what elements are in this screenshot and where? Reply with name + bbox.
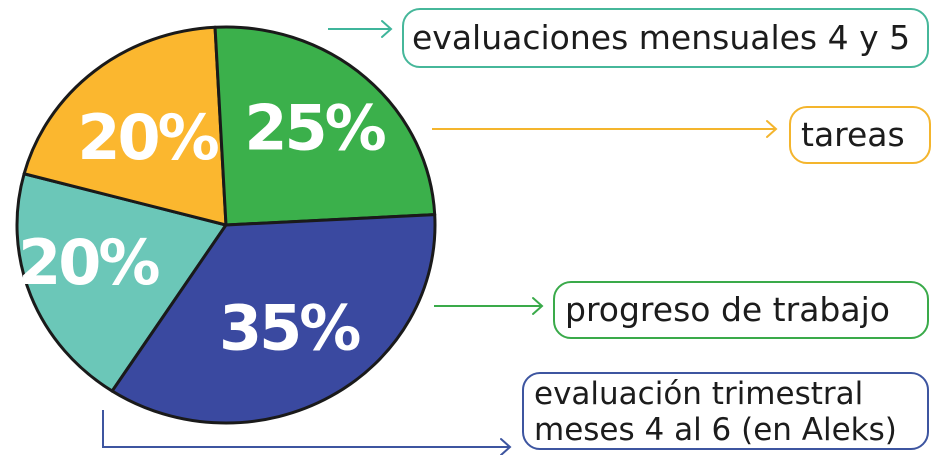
slice-value-label: 20% xyxy=(18,226,159,299)
legend-box-progreso: progreso de trabajo xyxy=(553,281,929,339)
connector-arrows xyxy=(102,20,778,455)
pie-value-labels: 20% 20% 25% 35% xyxy=(18,91,389,364)
pie-slice xyxy=(22,25,228,227)
legend-box-evaluaciones: evaluaciones mensuales 4 y 5 xyxy=(402,8,929,68)
slice-value-label: 25% xyxy=(244,91,385,164)
legend-label-progreso: progreso de trabajo xyxy=(565,290,890,329)
arrow-head-icon xyxy=(532,297,544,315)
pie-slices xyxy=(15,25,437,425)
legend-label-tareas: tareas xyxy=(801,115,905,154)
legend-label-evaluaciones: evaluaciones mensuales 4 y 5 xyxy=(412,18,911,57)
arrow-head-icon xyxy=(766,120,778,138)
pie-slice xyxy=(15,172,228,393)
legend-box-trimestral: evaluación trimestral meses 4 al 6 (en A… xyxy=(522,372,929,450)
legend-label-trimestral-line1: evaluación trimestral xyxy=(534,376,864,412)
arrow-head-icon xyxy=(381,20,393,38)
legend-box-tareas: tareas xyxy=(789,106,931,164)
pie-slice xyxy=(110,213,437,425)
pie-slice xyxy=(213,25,437,227)
legend-label-trimestral-line2: meses 4 al 6 (en Aleks) xyxy=(534,412,897,448)
slice-value-label: 20% xyxy=(77,101,218,174)
slice-value-label: 35% xyxy=(219,291,360,364)
connector-line xyxy=(102,410,510,448)
arrow-head-icon xyxy=(500,438,512,455)
